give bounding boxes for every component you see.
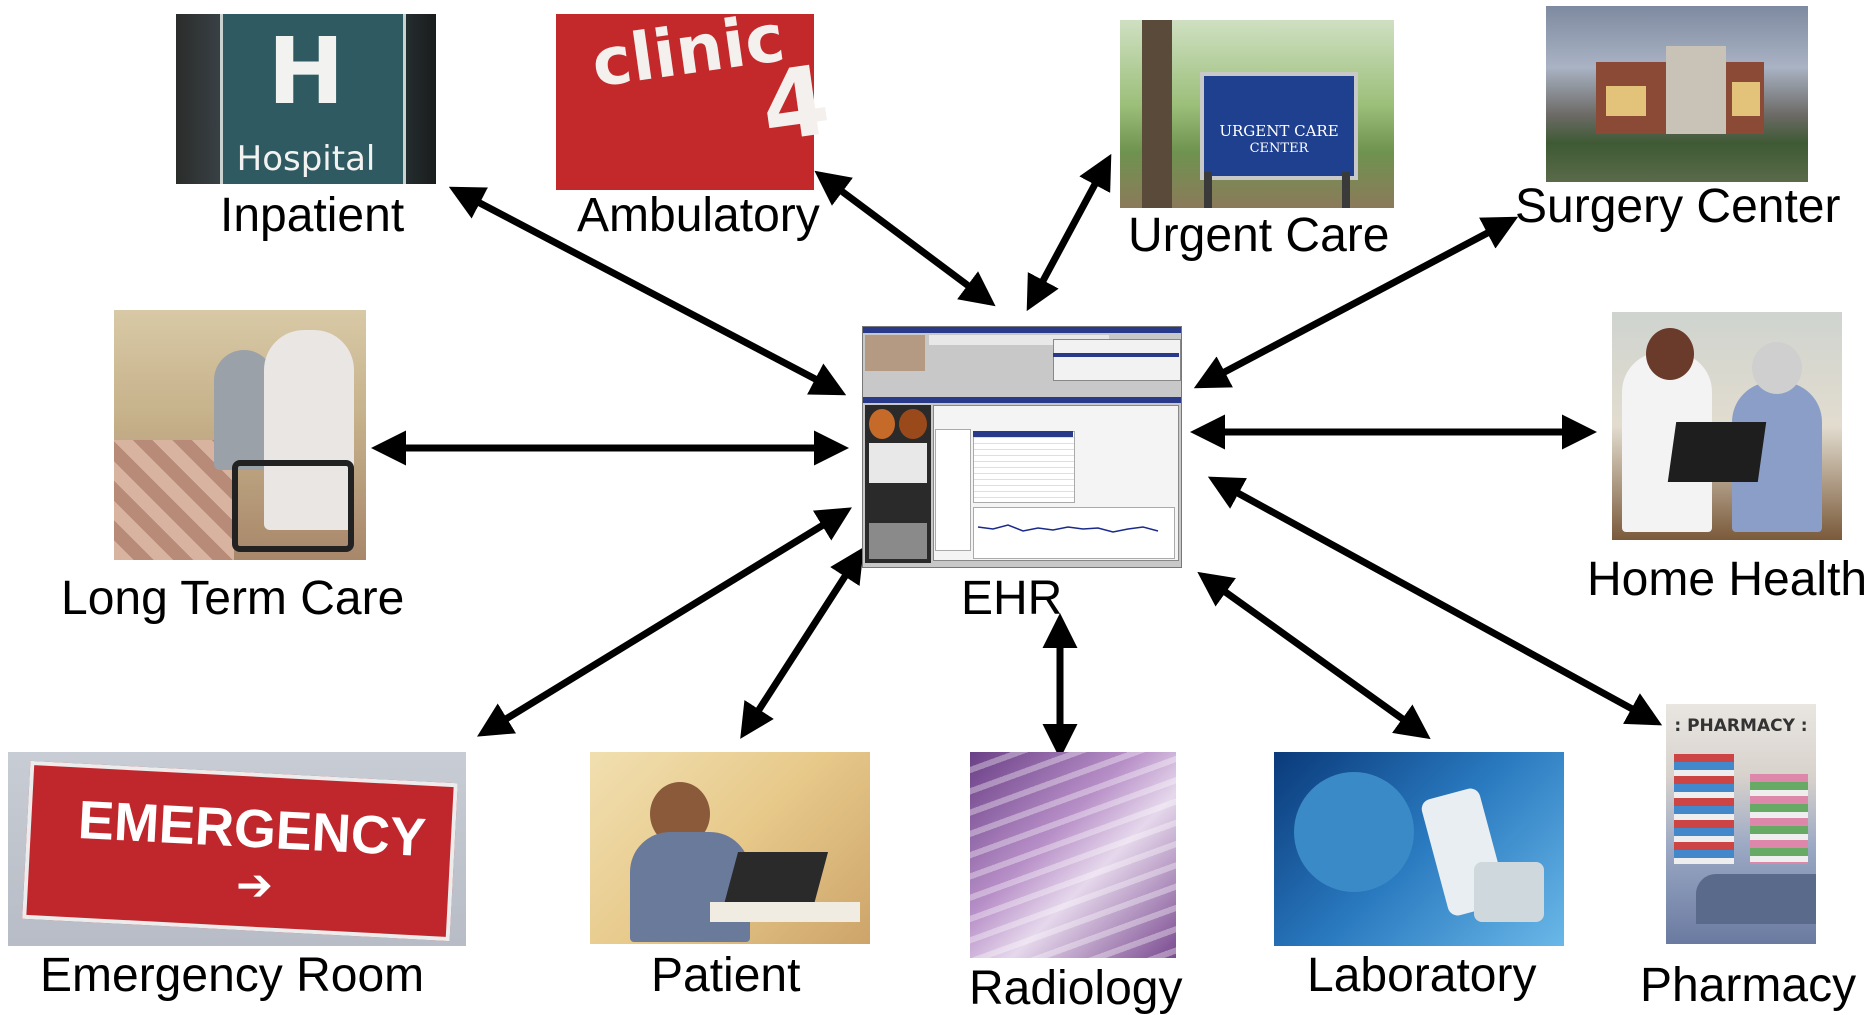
arrow-patient xyxy=(740,547,864,739)
urgent-care-image: URGENT CARE CENTER xyxy=(1120,20,1394,208)
arrow-emergency-room xyxy=(477,507,852,737)
laboratory-label: Laboratory xyxy=(1307,949,1537,1002)
radiology-label: Radiology xyxy=(969,962,1183,1015)
hospital-sign-text: Hospital xyxy=(236,139,376,179)
arrow-inpatient xyxy=(448,186,847,396)
pharmacy-sign-text: : PHARMACY : xyxy=(1674,716,1808,736)
urgent-care-label: Urgent Care xyxy=(1128,209,1390,262)
urgent-sign-line2: CENTER xyxy=(1249,141,1309,156)
radiology-image xyxy=(970,752,1176,958)
surgery-center-label: Surgery Center xyxy=(1515,180,1841,233)
arrow-laboratory xyxy=(1197,571,1431,740)
pharmacy-image: : PHARMACY : xyxy=(1666,704,1816,944)
hospital-sign-letter: H xyxy=(267,18,345,125)
ambulatory-image: clinic 4 xyxy=(556,0,836,190)
ambulatory-label: Ambulatory xyxy=(577,189,820,242)
arrow-pharmacy xyxy=(1207,476,1663,726)
ehr-label: EHR xyxy=(961,572,1063,625)
arrow-surgery-center xyxy=(1193,216,1519,389)
home-health-image xyxy=(1612,312,1842,540)
pharmacy-label: Pharmacy xyxy=(1640,959,1857,1012)
clinic-sign-number: 4 xyxy=(754,43,837,165)
emergency-room-image: EMERGENCY ➔ xyxy=(8,752,466,946)
urgent-sign-line1: URGENT CARE xyxy=(1219,122,1339,140)
arrow-urgent-care xyxy=(1026,153,1112,312)
inpatient-label: Inpatient xyxy=(220,189,405,242)
surgery-center-image xyxy=(1546,6,1808,182)
long-term-care-label: Long Term Care xyxy=(61,572,405,625)
inpatient-image: H Hospital xyxy=(176,14,436,184)
emergency-room-label: Emergency Room xyxy=(40,949,425,1002)
long-term-care-image xyxy=(114,310,366,560)
home-health-label: Home Health xyxy=(1587,553,1868,606)
ehr-screenshot xyxy=(862,326,1182,568)
patient-image xyxy=(590,752,870,944)
laboratory-image xyxy=(1274,752,1564,946)
arrow-ambulatory xyxy=(814,170,996,307)
arrow-right-icon: ➔ xyxy=(236,860,273,911)
patient-label: Patient xyxy=(651,949,801,1002)
